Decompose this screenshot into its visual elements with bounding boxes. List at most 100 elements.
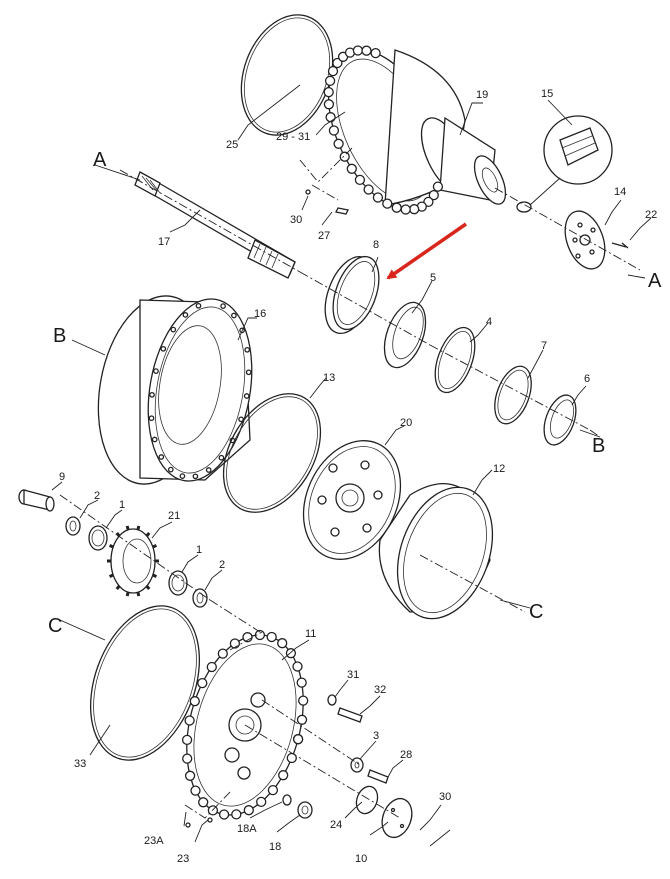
bolt-head [243, 805, 254, 816]
bolt-head [354, 174, 366, 186]
bolt-head [339, 151, 350, 162]
ref-a-right: A [648, 270, 662, 292]
bolt-head [298, 695, 309, 706]
gear-tooth [108, 544, 114, 549]
bolt-head [184, 715, 195, 726]
gear-tooth [125, 525, 130, 531]
gear-tooth [152, 544, 158, 549]
label-12: 12 [493, 463, 505, 475]
bolt-head [432, 181, 444, 192]
bolt-head [218, 809, 230, 820]
label-27: 27 [318, 230, 330, 242]
bolt-head [181, 734, 193, 746]
bolt-head [231, 809, 242, 820]
bolt-head [332, 57, 343, 69]
part-1-bearing-a [88, 525, 108, 551]
bolt-head [254, 629, 266, 641]
label-13: 13 [323, 372, 335, 384]
bolt-head [238, 416, 244, 423]
label-3: 3 [373, 730, 379, 742]
bolt-head [192, 473, 199, 480]
label-19: 19 [476, 89, 488, 101]
label-15: 15 [541, 88, 553, 100]
part-7-ring [494, 365, 532, 425]
part-6-bearing [543, 394, 577, 446]
bolt-head [266, 631, 277, 643]
label-1-a: 1 [119, 499, 125, 511]
part-2-washer-b [192, 588, 208, 608]
bolt-head [195, 302, 202, 309]
part-17-axle-shaft [134, 171, 296, 279]
bolt-head [382, 198, 393, 209]
label-31: 31 [347, 669, 359, 681]
bolt-head [352, 45, 364, 56]
part-9-pin [18, 489, 55, 512]
bolt-head [245, 369, 252, 376]
bolt-head [363, 184, 374, 195]
bolt-head [292, 734, 304, 745]
part-16-hub [97, 295, 253, 485]
gear-tooth [136, 591, 141, 597]
bolt-head [206, 661, 217, 673]
label-24: 24 [330, 819, 342, 831]
label-33: 33 [74, 758, 86, 770]
part-12-ring-gear [378, 482, 494, 620]
part-2-washer-a [65, 516, 81, 536]
part-15-detail-view [516, 115, 613, 213]
part-10-plate [381, 797, 413, 839]
bolt-head [256, 796, 267, 808]
bolt-head [182, 753, 193, 764]
planet-gear-teeth [107, 525, 159, 597]
bolt-head [328, 125, 340, 136]
bolt-head [218, 454, 225, 461]
label-30-bottom: 30 [439, 791, 451, 803]
bolt-head [324, 75, 336, 87]
part-24-o-ring [355, 785, 379, 815]
bolt-head [400, 204, 411, 215]
label-17: 17 [158, 236, 170, 248]
part-4-ring [434, 326, 476, 394]
label-20: 20 [400, 417, 412, 429]
label-23: 23 [177, 853, 189, 865]
bolt-head [278, 770, 289, 781]
label-1-b: 1 [196, 544, 202, 556]
bolt-head [370, 47, 381, 59]
bolt-head [296, 714, 308, 725]
label-21: 21 [168, 510, 180, 522]
label-9: 9 [59, 471, 65, 483]
cover-bolt-ring [181, 629, 309, 820]
bolt-head [296, 677, 307, 688]
label-30-top: 30 [290, 214, 302, 226]
label-16: 16 [254, 308, 266, 320]
bolt-head [409, 204, 420, 215]
part-8-bearing [324, 255, 380, 334]
label-4: 4 [486, 316, 492, 328]
label-32: 32 [374, 684, 386, 696]
highlight-arrow [386, 222, 467, 280]
part-21-planet-gear [107, 525, 159, 597]
part-19-housing [323, 45, 507, 215]
ref-b-left: B [53, 325, 66, 347]
label-5: 5 [430, 272, 436, 284]
label-18a: 18A [237, 823, 257, 835]
bolt-head [325, 112, 336, 123]
part-number-labels: 25 29 - 31 19 15 14 22 30 27 17 8 5 4 7 … [59, 88, 657, 865]
bolt-head [244, 346, 251, 353]
part-27-pin [335, 207, 349, 215]
part-23-fasteners [185, 817, 213, 828]
leader-lines [51, 84, 652, 847]
gear-tooth [152, 573, 158, 578]
bolt-head [197, 677, 208, 689]
label-25: 25 [226, 139, 238, 151]
bolt-head [346, 163, 357, 174]
bolt-head [149, 391, 155, 398]
part-14-flange [564, 210, 629, 270]
bolt-head [292, 661, 303, 672]
bolt-head [217, 648, 228, 659]
ref-c-right: C [529, 601, 543, 623]
part-1-bearing-b [168, 570, 188, 596]
gear-tooth [136, 525, 141, 531]
label-11: 11 [305, 628, 316, 640]
label-23a: 23A [144, 835, 164, 847]
bolt-head [148, 415, 155, 422]
